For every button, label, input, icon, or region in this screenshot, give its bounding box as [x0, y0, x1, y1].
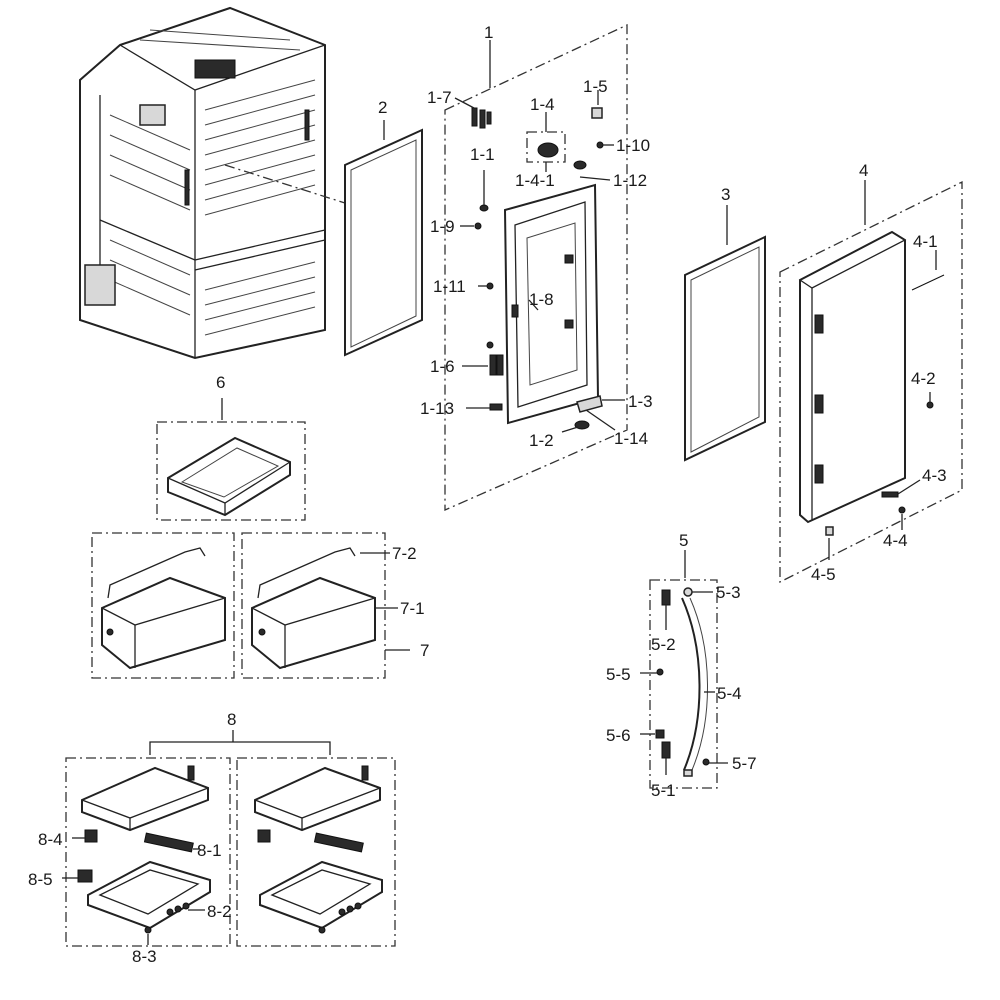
label-5-7: 5-7: [732, 754, 757, 773]
part-5-2: [661, 589, 671, 606]
part-1-5: [591, 107, 603, 119]
part-1-7-screws: [471, 107, 492, 129]
part-4-5: [825, 526, 834, 536]
part-4-2: [926, 401, 934, 409]
door-bin-part-6: [167, 436, 291, 517]
label-1-14: 1-14: [614, 429, 648, 448]
assembly-1-frame: [444, 23, 628, 511]
part-8-1: [143, 832, 194, 853]
part-5-6: [655, 729, 665, 739]
label-8: 8: [227, 710, 236, 729]
label-8-3: 8-3: [132, 947, 157, 966]
bracket-8: [149, 741, 331, 755]
part-1-2: [574, 420, 590, 430]
door-bin-right-part-7-1: [251, 547, 376, 670]
assembly-8-leaders: [62, 837, 205, 945]
part-8-3: [144, 926, 152, 934]
assembly-4-frame: [779, 180, 963, 584]
label-4-2: 4-2: [911, 369, 936, 388]
assembly-7-leaders: [360, 552, 410, 651]
label-1-8: 1-8: [529, 290, 554, 309]
label-8-4: 8-4: [38, 830, 63, 849]
tray-cover-left: [81, 765, 209, 832]
part-8-4: [84, 829, 98, 843]
label-1-3: 1-3: [628, 392, 653, 411]
label-4-1: 4-1: [913, 232, 938, 251]
part-6-frame: [156, 421, 306, 521]
label-4-4: 4-4: [883, 531, 908, 550]
part-1-4-1: [537, 142, 559, 158]
label-1-7: 1-7: [427, 88, 452, 107]
part-1-1: [479, 204, 489, 212]
label-1-13: 1-13: [420, 399, 454, 418]
part-8-right-frame: [236, 757, 396, 947]
label-5-6: 5-6: [606, 726, 631, 745]
part-4-1: [911, 274, 945, 291]
door-gasket-part-3: [684, 235, 766, 462]
tray-frame-right: [259, 860, 383, 930]
label-8-2: 8-2: [207, 902, 232, 921]
label-1-5: 1-5: [583, 77, 608, 96]
cabinet-door-leader: [224, 164, 406, 223]
label-3: 3: [721, 185, 730, 204]
label-6: 6: [216, 373, 225, 392]
cabinet-body: [79, 6, 326, 360]
label-1-4-1: 1-4-1: [515, 171, 555, 190]
label-8-5: 8-5: [28, 870, 53, 889]
label-1-9: 1-9: [430, 217, 455, 236]
label-5-4: 5-4: [717, 684, 742, 703]
part-5-4-handle: [681, 597, 701, 771]
part-5-3: [683, 587, 693, 597]
label-4-5: 4-5: [811, 565, 836, 584]
label-1-4: 1-4: [530, 95, 555, 114]
part-8-left-frame: [65, 757, 231, 947]
label-5-1: 5-1: [651, 781, 676, 800]
label-1-11: 1-11: [433, 277, 466, 296]
label-5-3: 5-3: [716, 583, 741, 602]
part-1-9: [474, 222, 482, 230]
tray-cover-right: [254, 765, 381, 832]
part-4-4: [898, 506, 906, 514]
label-4-3: 4-3: [922, 466, 947, 485]
part-5-7: [702, 758, 710, 766]
label-4: 4: [859, 161, 868, 180]
part-1-13: [489, 403, 503, 411]
part-5-1: [661, 741, 671, 759]
part-1-6: [486, 341, 504, 376]
label-7: 7: [420, 641, 429, 660]
tray-frame-left: [87, 860, 211, 930]
label-2: 2: [378, 98, 387, 117]
assembly-1-leaders: [454, 90, 625, 433]
door-liner-part-1: [503, 183, 600, 425]
part-4-3: [881, 491, 899, 498]
label-1-12: 1-12: [613, 171, 647, 190]
label-5: 5: [679, 531, 688, 550]
assembly-4-leaders: [828, 250, 937, 560]
door-bin-left: [101, 547, 226, 670]
door-gasket-part-2: [344, 128, 423, 357]
door-outer-part-4: [798, 230, 907, 524]
label-8-1: 8-1: [197, 841, 222, 860]
part-7-right-frame: [241, 532, 386, 679]
assembly-5-leaders: [640, 591, 728, 775]
label-1-6: 1-6: [430, 357, 455, 376]
part-7-left-frame: [91, 532, 235, 679]
part-7-2-bar: [257, 547, 356, 599]
label-5-5: 5-5: [606, 665, 631, 684]
label-7-2: 7-2: [392, 544, 417, 563]
label-5-2: 5-2: [651, 635, 676, 654]
part-5-5: [656, 668, 664, 676]
label-1-10: 1-10: [616, 136, 650, 155]
label-1: 1: [484, 23, 493, 42]
label-1-2: 1-2: [529, 431, 554, 450]
part-8-5: [77, 869, 93, 883]
part-labels: 1 1-7 1-5 1-4 1-10 1-1 1-4-1 1-12 1-9 1-…: [28, 23, 947, 966]
label-7-1: 7-1: [400, 599, 425, 618]
part-1-3: [576, 395, 603, 413]
assembly-5-frame: [649, 579, 718, 789]
part-1-12-part: [573, 160, 587, 170]
label-1-1: 1-1: [470, 145, 495, 164]
